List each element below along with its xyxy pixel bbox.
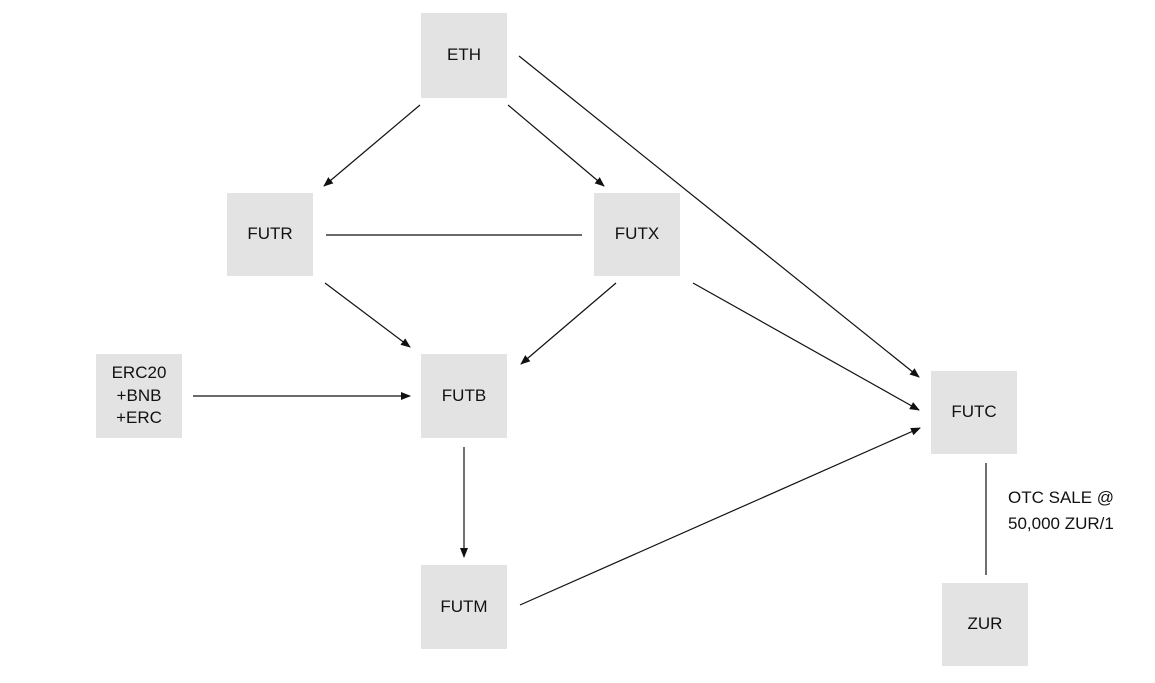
node-futm: FUTM xyxy=(421,565,507,649)
edge-eth-futx xyxy=(507,104,605,187)
otc-sale-label: OTC SALE @ 50,000 ZUR/1 xyxy=(1008,488,1115,533)
node-futc: FUTC xyxy=(931,371,1017,454)
edge-eth-futc xyxy=(518,55,920,378)
edge-futx-futc xyxy=(692,282,920,411)
edge-futm-futc xyxy=(519,427,921,606)
node-futr: FUTR xyxy=(227,193,313,276)
node-futb: FUTB xyxy=(421,354,507,438)
edge-futx-futb xyxy=(520,282,617,365)
node-erc20-bnb-erc: ERC20 +BNB +ERC xyxy=(96,354,182,438)
edge-eth-futr xyxy=(323,104,421,187)
node-futx: FUTX xyxy=(594,193,680,276)
node-eth: ETH xyxy=(421,13,507,98)
edge-futr-futb xyxy=(324,282,411,348)
node-zur: ZUR xyxy=(942,583,1028,666)
